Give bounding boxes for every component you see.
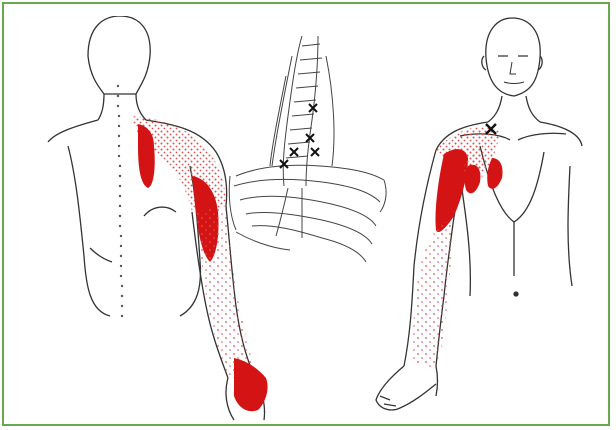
spine-ribcage-illustration	[229, 36, 386, 262]
front-pain-zones	[412, 126, 503, 368]
anatomical-illustration	[40, 16, 583, 421]
spine-dots	[117, 85, 123, 317]
image-frame	[2, 2, 610, 426]
front-view-figure	[376, 18, 582, 410]
referred-pain-svg	[40, 16, 583, 421]
